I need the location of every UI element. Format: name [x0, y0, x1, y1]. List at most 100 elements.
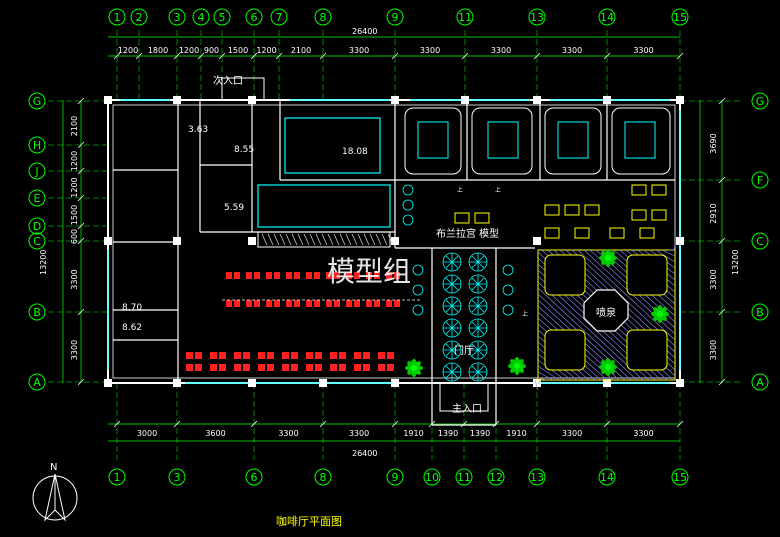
side-entrance-door — [221, 77, 265, 101]
dimension-value: 3690 — [709, 133, 718, 153]
dimension-value: 3300 — [70, 340, 79, 360]
dimension-value: 1200 — [70, 177, 79, 197]
dimension-value: 3600 — [205, 429, 225, 438]
svg-text:13: 13 — [530, 471, 544, 484]
axis-bubble-bottom: 3 — [168, 468, 186, 486]
dimension-ticks — [77, 52, 726, 428]
partition-screen — [257, 231, 391, 248]
svg-text:H: H — [33, 139, 41, 152]
dimension-value: 1910 — [506, 429, 526, 438]
svg-text:G: G — [33, 95, 42, 108]
axis-bubble-right: B — [751, 303, 769, 321]
axis-bubble-bottom: 8 — [314, 468, 332, 486]
fountain-label: 喷泉 — [596, 306, 616, 319]
axis-bubble-top: 8 — [314, 8, 332, 26]
svg-text:5: 5 — [219, 11, 226, 24]
north-label: N — [50, 462, 57, 473]
svg-text:2: 2 — [136, 11, 143, 24]
dimension-value: 3000 — [137, 429, 157, 438]
dimension-value: 1800 — [148, 46, 168, 55]
axis-bubble-left: C — [28, 232, 46, 250]
axis-bubble-bottom: 11 — [455, 468, 473, 486]
svg-text:G: G — [756, 95, 765, 108]
axis-bubble-top: 14 — [598, 8, 616, 26]
dimension-value: 3300 — [491, 46, 511, 55]
svg-text:B: B — [33, 306, 41, 319]
dimension-value: 2100 — [70, 116, 79, 136]
room-area-value: 8.62 — [122, 323, 142, 333]
svg-text:14: 14 — [600, 471, 614, 484]
main-entrance-door — [439, 382, 489, 412]
axis-bubble-top: 15 — [671, 8, 689, 26]
dimension-lines — [62, 36, 723, 442]
decorative-flowers — [402, 184, 514, 382]
axis-bubble-top: 1 — [108, 8, 126, 26]
dimension-value: 1910 — [403, 429, 423, 438]
axis-bubble-left: E — [28, 189, 46, 207]
axis-bubble-bottom: 10 — [423, 468, 441, 486]
svg-text:上: 上 — [522, 310, 528, 318]
svg-text:A: A — [756, 376, 764, 389]
dimension-value: 900 — [204, 46, 219, 55]
svg-text:3: 3 — [174, 471, 181, 484]
axis-bubble-right: F — [751, 171, 769, 189]
dimension-value: 3300 — [278, 429, 298, 438]
svg-text:C: C — [756, 235, 764, 248]
dimension-value: 3300 — [562, 429, 582, 438]
svg-text:上: 上 — [495, 186, 501, 194]
small-tables — [454, 184, 667, 239]
watermark: 模型组 — [327, 255, 411, 288]
axis-bubble-bottom: 14 — [598, 468, 616, 486]
dimension-value: 1200 — [118, 46, 138, 55]
left-total-dimension: 13200 — [39, 250, 48, 275]
axis-bubble-bottom: 13 — [528, 468, 546, 486]
svg-text:7: 7 — [276, 11, 283, 24]
up-arrows: 上 上 上 — [457, 186, 528, 318]
right-total-dimension: 13200 — [731, 250, 740, 275]
axis-bubble-left: J — [28, 162, 46, 180]
svg-text:15: 15 — [673, 471, 687, 484]
axis-bubble-bottom: 9 — [386, 468, 404, 486]
svg-text:15: 15 — [673, 11, 687, 24]
bottom-total-dimension: 26400 — [352, 449, 377, 458]
dimension-value: 3300 — [709, 340, 718, 360]
room-area-value: 8.55 — [234, 145, 254, 155]
svg-text:A: A — [33, 376, 41, 389]
axis-bubble-left: G — [28, 92, 46, 110]
bar-sign: 布兰拉宫 模型 — [436, 227, 499, 240]
svg-text:13: 13 — [530, 11, 544, 24]
axis-bubble-top: 9 — [386, 8, 404, 26]
svg-text:1: 1 — [114, 471, 121, 484]
structural-columns — [104, 96, 684, 387]
axis-bubble-right: G — [751, 92, 769, 110]
svg-text:6: 6 — [251, 11, 258, 24]
dimension-value: 1500 — [228, 46, 248, 55]
svg-text:4: 4 — [198, 11, 205, 24]
axis-bubble-left: D — [28, 217, 46, 235]
dimension-value: 600 — [70, 229, 79, 244]
axis-bubble-bottom: 12 — [487, 468, 505, 486]
svg-text:9: 9 — [392, 11, 399, 24]
axis-bubble-left: A — [28, 373, 46, 391]
booth-inner — [417, 121, 656, 159]
side-entrance-label: 次入口 — [213, 74, 243, 87]
svg-text:6: 6 — [251, 471, 258, 484]
dimension-value: 3300 — [633, 429, 653, 438]
svg-text:1: 1 — [114, 11, 121, 24]
windows — [107, 99, 681, 384]
dimension-value: 1390 — [470, 429, 490, 438]
svg-text:E: E — [34, 192, 41, 205]
svg-text:9: 9 — [392, 471, 399, 484]
dimension-value: 1200 — [256, 46, 276, 55]
svg-text:10: 10 — [425, 471, 439, 484]
dimension-value: 3300 — [562, 46, 582, 55]
svg-text:8: 8 — [320, 471, 327, 484]
svg-text:D: D — [33, 220, 41, 233]
drawing-title: 咖啡厅平面图 — [276, 514, 342, 528]
dimension-value: 2910 — [709, 203, 718, 223]
axis-bubble-top: 6 — [245, 8, 263, 26]
top-total-dimension: 26400 — [352, 27, 377, 36]
svg-text:B: B — [756, 306, 764, 319]
